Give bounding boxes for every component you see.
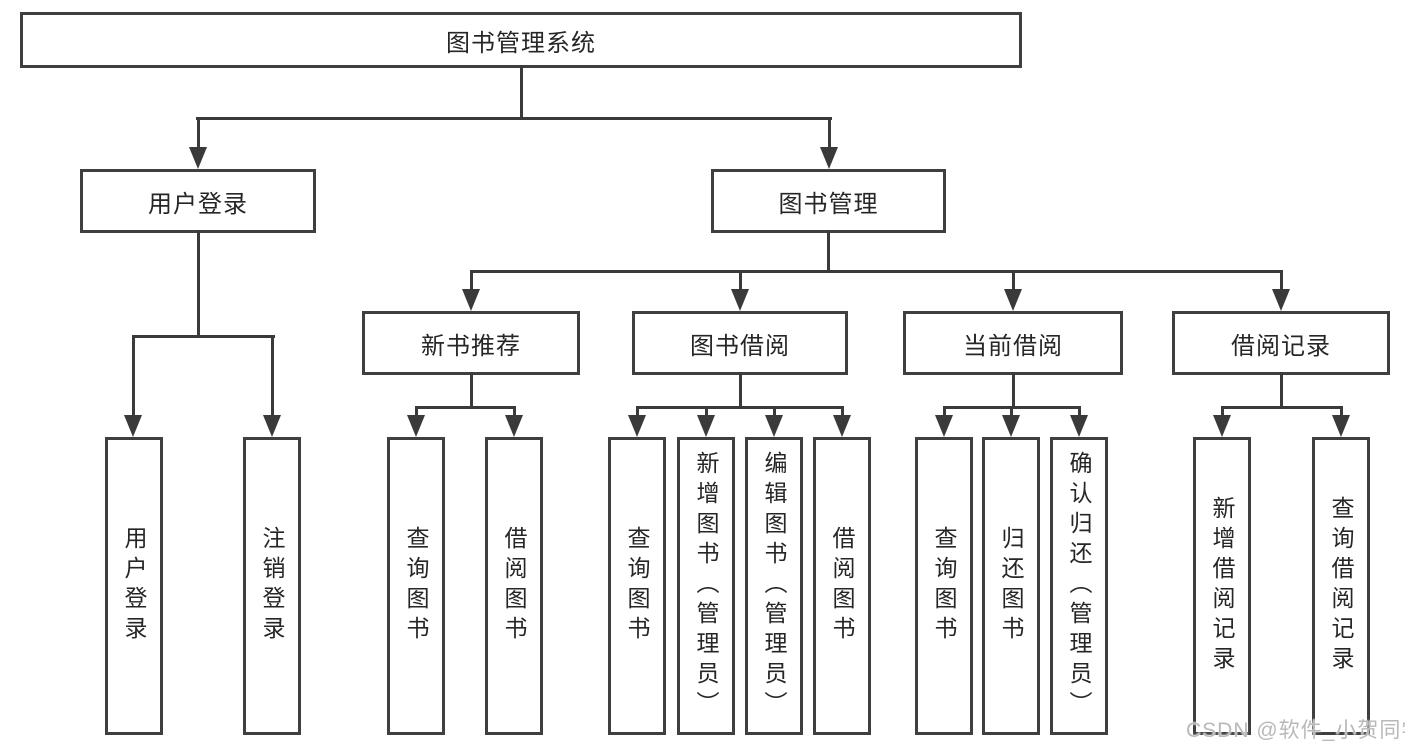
arrowhead-icon <box>765 415 783 437</box>
leaf-borrow-books-recommend: 借阅图书 <box>485 437 543 735</box>
node-label: 查询图书 <box>931 526 957 646</box>
connector-line <box>1221 407 1224 416</box>
arrowhead-icon <box>1004 289 1022 311</box>
connector-line <box>739 372 742 409</box>
node-label: 归还图书 <box>998 526 1024 646</box>
node-label: 新增借阅记录 <box>1209 496 1235 676</box>
arrowhead-icon <box>124 415 142 437</box>
connector-line <box>132 336 135 416</box>
connector-line <box>773 407 776 416</box>
leaf-return-books: 归还图书 <box>982 437 1040 735</box>
node-label: 借阅记录 <box>1231 332 1331 360</box>
node-label: 图书管理 <box>778 190 879 218</box>
connector-line <box>520 65 523 120</box>
node-label: 注销登录 <box>259 526 285 646</box>
connector-line <box>636 406 844 409</box>
arrowhead-icon <box>263 415 281 437</box>
node-current-borrow: 当前借阅 <box>903 311 1123 375</box>
leaf-add-borrow-record: 新增借阅记录 <box>1193 437 1251 735</box>
arrowhead-icon <box>1070 415 1088 437</box>
node-label: 用户登录 <box>148 190 248 218</box>
arrowhead-icon <box>935 415 953 437</box>
node-label: 编辑图书（管理员） <box>761 451 787 721</box>
connector-line <box>470 271 473 291</box>
connector-line <box>1280 271 1283 291</box>
node-label: 新增图书（管理员） <box>693 451 719 721</box>
leaf-logout: 注销登录 <box>243 437 301 735</box>
arrowhead-icon <box>505 415 523 437</box>
arrowhead-icon <box>1272 289 1290 311</box>
leaf-query-books-borrow: 查询图书 <box>608 437 666 735</box>
connector-line <box>1280 372 1283 409</box>
connector-line <box>197 118 200 148</box>
node-library-system: 图书管理系统 <box>20 12 1022 68</box>
leaf-query-books-recommend: 查询图书 <box>387 437 445 735</box>
connector-line <box>470 372 473 409</box>
arrowhead-icon <box>731 289 749 311</box>
connector-line <box>513 407 516 416</box>
arrowhead-icon <box>820 147 838 169</box>
connector-line <box>132 335 275 338</box>
leaf-add-books-admin: 新增图书（管理员） <box>677 437 735 735</box>
connector-line <box>196 117 832 120</box>
arrowhead-icon <box>462 289 480 311</box>
connector-line <box>739 271 742 291</box>
node-label: 新书推荐 <box>421 332 521 360</box>
node-label: 查询借阅记录 <box>1328 496 1354 676</box>
leaf-query-borrow-record: 查询借阅记录 <box>1312 437 1370 735</box>
connector-line <box>1012 372 1015 409</box>
leaf-edit-books-admin: 编辑图书（管理员） <box>745 437 803 735</box>
connector-line <box>1078 407 1081 416</box>
connector-line <box>705 407 708 416</box>
connector-line <box>197 230 200 338</box>
leaf-query-books-current: 查询图书 <box>915 437 973 735</box>
arrowhead-icon <box>628 415 646 437</box>
connector-line <box>827 230 830 273</box>
arrowhead-icon <box>189 147 207 169</box>
connector-line <box>828 118 831 148</box>
connector-line <box>415 407 418 416</box>
node-label: 图书借阅 <box>690 332 790 360</box>
leaf-confirm-return-admin: 确认归还（管理员） <box>1050 437 1108 735</box>
node-label: 用户登录 <box>121 526 147 646</box>
node-label: 查询图书 <box>403 526 429 646</box>
connector-line <box>1221 406 1343 409</box>
connector-line <box>415 406 516 409</box>
node-label: 当前借阅 <box>963 332 1063 360</box>
node-book-borrow: 图书借阅 <box>632 311 848 375</box>
connector-line <box>841 407 844 416</box>
connector-line <box>1010 407 1013 416</box>
arrowhead-icon <box>1332 415 1350 437</box>
arrowhead-icon <box>833 415 851 437</box>
connector-line <box>1012 271 1015 291</box>
node-label: 图书管理系统 <box>446 29 596 57</box>
connector-line <box>943 407 946 416</box>
csdn-watermark: CSDN @软件_小贺同学 <box>1186 719 1405 742</box>
connector-line <box>470 270 1283 273</box>
arrowhead-icon <box>1213 415 1231 437</box>
node-label: 查询图书 <box>624 526 650 646</box>
leaf-borrow-books: 借阅图书 <box>813 437 871 735</box>
connector-line <box>271 336 274 416</box>
leaf-user-login: 用户登录 <box>105 437 163 735</box>
node-borrow-record: 借阅记录 <box>1172 311 1390 375</box>
arrowhead-icon <box>407 415 425 437</box>
node-new-book-recommend: 新书推荐 <box>362 311 580 375</box>
node-label: 借阅图书 <box>829 526 855 646</box>
node-book-management: 图书管理 <box>711 169 946 233</box>
node-label: 借阅图书 <box>501 526 527 646</box>
arrowhead-icon <box>1002 415 1020 437</box>
node-label: 确认归还（管理员） <box>1066 451 1092 721</box>
connector-line <box>636 407 639 416</box>
connector-line <box>1340 407 1343 416</box>
arrowhead-icon <box>697 415 715 437</box>
node-user-login: 用户登录 <box>80 169 316 233</box>
